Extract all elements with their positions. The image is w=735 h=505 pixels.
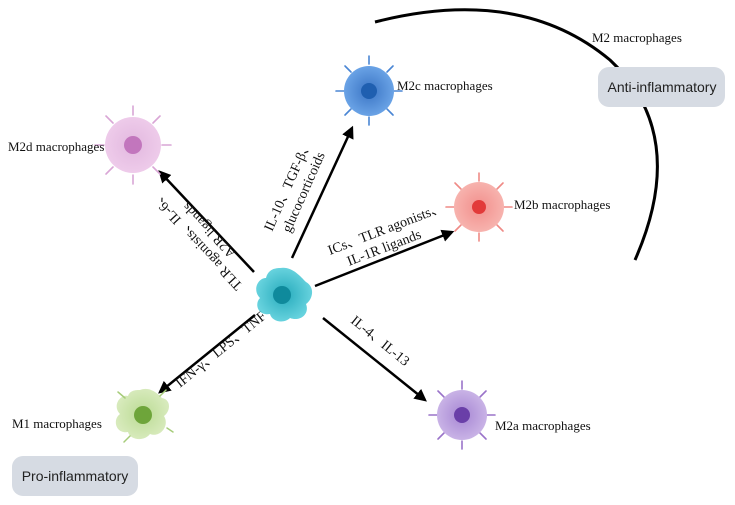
anti-inflammatory-label: Anti-inflammatory xyxy=(608,79,717,95)
arrow-to-m2b xyxy=(314,229,455,288)
arrow-to-m2d xyxy=(158,170,255,273)
macrophage-cell-icon xyxy=(335,55,403,126)
anti-inflammatory-badge: Anti-inflammatory xyxy=(598,67,725,107)
stimulus-m2d-line1: TLR agonists、IL-6、 xyxy=(147,188,246,292)
stimulus-m1: IFN-γ、LPS、TNF xyxy=(173,309,270,391)
label-m2a: M2a macrophages xyxy=(495,418,591,433)
label-m2c: M2c macrophages xyxy=(397,78,493,93)
macrophage-cell-icon xyxy=(428,380,496,450)
macrophage-cell-icon xyxy=(115,388,174,443)
macrophage-cell-icon xyxy=(94,105,172,185)
label-m2d: M2d macrophages xyxy=(8,139,104,154)
group-title: M2 macrophages xyxy=(592,30,682,45)
arrow-to-m2a xyxy=(322,317,427,402)
label-m2b: M2b macrophages xyxy=(514,197,610,212)
macrophage-cell-icon xyxy=(256,267,313,322)
pro-inflammatory-badge: Pro-inflammatory xyxy=(12,456,138,496)
stimulus-m2a: IL-4、IL-13 xyxy=(347,313,411,369)
label-m1: M1 macrophages xyxy=(12,416,102,431)
arc-bracket-icon xyxy=(374,8,659,261)
macrophage-cell-icon xyxy=(445,172,513,242)
pro-inflammatory-label: Pro-inflammatory xyxy=(22,468,129,484)
arrow-to-m2c xyxy=(290,125,354,259)
arrow-to-m1 xyxy=(158,314,256,394)
